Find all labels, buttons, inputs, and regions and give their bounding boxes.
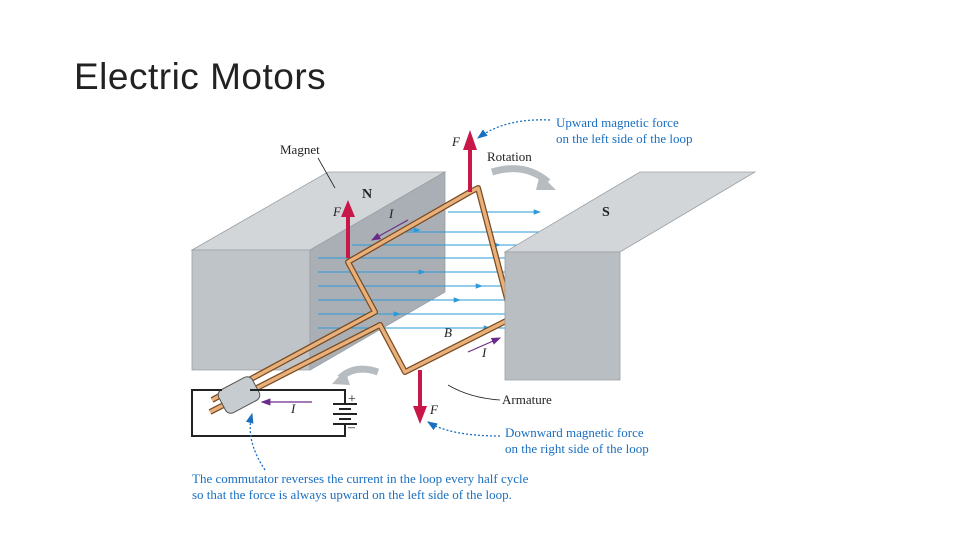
- bottom-force-label: F: [430, 402, 438, 417]
- top-force-label: F: [452, 134, 460, 149]
- rotation-label: Rotation: [487, 149, 532, 164]
- downward-force-callout-line2: on the right side of the loop: [505, 441, 649, 456]
- upward-force-callout-line2: on the left side of the loop: [556, 131, 693, 146]
- force-arrows: [341, 130, 477, 424]
- current-label-top: I: [389, 206, 394, 221]
- battery-plus-label: +: [348, 392, 356, 407]
- magnet-label: Magnet: [280, 142, 320, 157]
- south-pole-label: S: [602, 205, 610, 220]
- left-force-label: F: [333, 204, 341, 219]
- north-pole-label: N: [362, 187, 373, 202]
- slide-title: Electric Motors: [74, 56, 327, 97]
- armature-loop: [208, 185, 515, 415]
- battery-circuit: [191, 389, 357, 437]
- commutator: [217, 376, 261, 414]
- current-arrows: [260, 219, 502, 406]
- battery-minus-label: –: [348, 420, 355, 435]
- north-magnet: [190, 171, 447, 371]
- armature-label: Armature: [502, 392, 552, 407]
- downward-force-callout-line1: Downward magnetic force: [505, 425, 644, 440]
- upward-force-callout-line1: Upward magnetic force: [556, 115, 679, 130]
- current-label-right: I: [482, 345, 487, 360]
- field-label: B: [444, 325, 452, 340]
- current-label-circuit: I: [291, 401, 296, 416]
- callout-leaders: [245, 119, 551, 471]
- rotation-arrows: [332, 165, 556, 385]
- south-magnet: [503, 171, 757, 381]
- label-leaders: [317, 157, 501, 401]
- commutator-callout-line1: The commutator reverses the current in t…: [192, 471, 529, 486]
- commutator-callout-line2: so that the force is always upward on th…: [192, 487, 512, 502]
